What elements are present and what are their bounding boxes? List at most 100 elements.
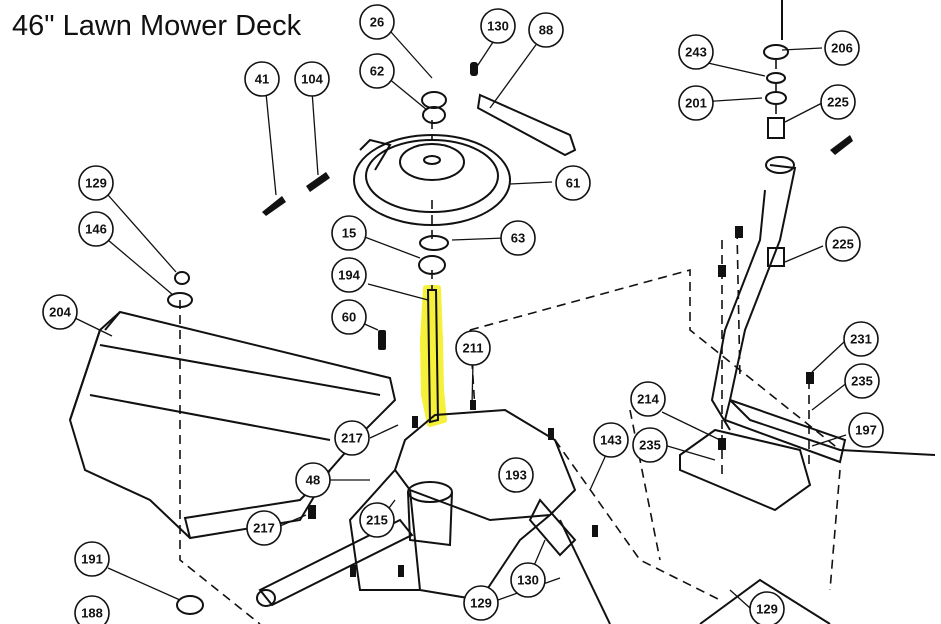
- callout-215[interactable]: 215: [359, 502, 395, 538]
- callout-number: 211: [463, 341, 484, 356]
- callout-circle: [848, 412, 884, 448]
- shaft-194: [426, 289, 440, 424]
- callout-62[interactable]: 62: [359, 53, 395, 89]
- callout-circle: [74, 541, 110, 577]
- callout-225[interactable]: 225: [820, 84, 856, 120]
- callout-number: 217: [341, 431, 363, 446]
- pulley-bore: [423, 155, 441, 165]
- lift-arm-end: [765, 156, 795, 174]
- deck-outline-right: [829, 469, 841, 591]
- callout-130[interactable]: 130: [480, 8, 516, 44]
- callout-circle: [843, 321, 879, 357]
- callout-197[interactable]: 197: [848, 412, 884, 448]
- link-130: [528, 498, 577, 557]
- callout-206[interactable]: 206: [824, 30, 860, 66]
- callout-circle: [678, 34, 714, 70]
- leader-lines: [74, 31, 849, 609]
- callout-number: 217: [253, 521, 275, 536]
- bracket-plate: [679, 428, 812, 512]
- diagram-title: 46" Lawn Mower Deck: [12, 10, 302, 42]
- callout-41[interactable]: 41: [244, 61, 280, 97]
- callout-129[interactable]: 129: [463, 585, 499, 621]
- callout-circle: [359, 53, 395, 89]
- callout-235[interactable]: 235: [844, 363, 880, 399]
- callout-188[interactable]: 188: [74, 595, 110, 624]
- callout-211[interactable]: 211: [455, 330, 491, 366]
- callout-number: 231: [850, 332, 872, 347]
- nut-26: [421, 91, 447, 109]
- callout-circle: [678, 85, 714, 121]
- callout-104[interactable]: 104: [294, 61, 330, 97]
- callout-circle: [331, 299, 367, 335]
- callout-26[interactable]: 26: [359, 4, 395, 40]
- callout-15[interactable]: 15: [331, 215, 367, 251]
- callout-194[interactable]: 194: [331, 257, 367, 293]
- washer-62: [422, 106, 446, 124]
- callout-63[interactable]: 63: [500, 220, 536, 256]
- callout-circle: [455, 330, 491, 366]
- callout-number: 62: [370, 64, 384, 79]
- callout-129[interactable]: 129: [749, 591, 785, 624]
- belt-cover-ridges: [89, 311, 381, 441]
- callout-number: 193: [505, 468, 527, 483]
- callout-201[interactable]: 201: [678, 85, 714, 121]
- callout-number: 41: [255, 72, 269, 87]
- nut-129: [174, 271, 190, 285]
- callout-88[interactable]: 88: [528, 12, 564, 48]
- callout-143[interactable]: 143: [593, 422, 629, 458]
- callout-217[interactable]: 217: [246, 510, 282, 546]
- callout-circle: [593, 422, 629, 458]
- lift-arm-inner: [710, 189, 766, 431]
- callout-number: 188: [81, 606, 103, 621]
- callout-number: 235: [639, 438, 661, 453]
- pulley-hub: [399, 143, 465, 181]
- highlight-shaft: [420, 285, 447, 427]
- callout-191[interactable]: 191: [74, 541, 110, 577]
- callout-217[interactable]: 217: [334, 420, 370, 456]
- callout-214[interactable]: 214: [630, 381, 666, 417]
- callout-circle: [42, 294, 78, 330]
- callout-204[interactable]: 204: [42, 294, 78, 330]
- callout-circle: [78, 165, 114, 201]
- callout-circle: [500, 220, 536, 256]
- callout-number: 235: [851, 374, 873, 389]
- callout-circle: [359, 502, 395, 538]
- callout-number: 88: [539, 23, 553, 38]
- cable: [559, 519, 611, 624]
- callout-number: 130: [487, 19, 509, 34]
- callout-146[interactable]: 146: [78, 211, 114, 247]
- callout-48[interactable]: 48: [295, 462, 331, 498]
- lift-bar: [723, 398, 847, 464]
- gearbox-plate: [393, 408, 577, 522]
- callout-193[interactable]: 193: [498, 457, 534, 493]
- callout-number: 48: [306, 473, 320, 488]
- callout-circle: [825, 226, 861, 262]
- hidden-lines: [179, 60, 841, 624]
- drive-tube-end: [256, 589, 276, 607]
- callout-231[interactable]: 231: [843, 321, 879, 357]
- callout-60[interactable]: 60: [331, 299, 367, 335]
- callout-235[interactable]: 235: [632, 427, 668, 463]
- callout-circle: [528, 12, 564, 48]
- washer-243: [766, 72, 786, 84]
- callout-number: 243: [685, 45, 707, 60]
- callout-circle: [480, 8, 516, 44]
- gearbox-side: [348, 469, 420, 591]
- callout-number: 146: [85, 222, 107, 237]
- callout-243[interactable]: 243: [678, 34, 714, 70]
- callout-129[interactable]: 129: [78, 165, 114, 201]
- callout-225[interactable]: 225: [825, 226, 861, 262]
- callout-130[interactable]: 130: [510, 562, 546, 598]
- callout-number: 225: [832, 237, 854, 252]
- hardware: [262, 62, 853, 577]
- callout-number: 60: [342, 310, 356, 325]
- callout-circle: [295, 462, 331, 498]
- washer-201: [765, 91, 787, 105]
- lower-bracket: [699, 578, 831, 624]
- callout-61[interactable]: 61: [555, 165, 591, 201]
- callout-circle: [246, 510, 282, 546]
- belt-cover-edge: [69, 329, 101, 421]
- callout-circle: [630, 381, 666, 417]
